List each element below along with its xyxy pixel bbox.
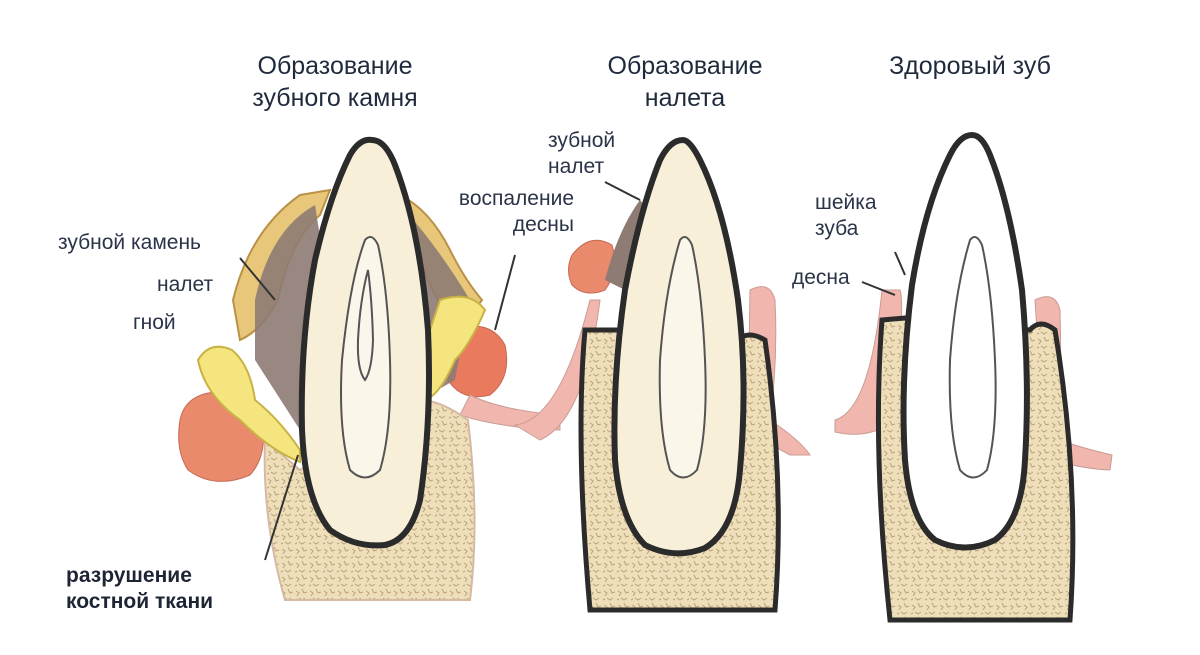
pulp (948, 235, 997, 479)
panel-2-title: Образование налета (607, 52, 763, 112)
leader-inflammation (494, 254, 516, 331)
label-plaque: налет (157, 273, 214, 296)
leader-bone (264, 454, 299, 561)
label-bone-destruction: разрушение костной ткани (66, 564, 214, 613)
leader-neck (894, 251, 906, 276)
pulp-inner (356, 269, 375, 382)
pulp (340, 235, 392, 479)
label-dental-plaque: зубной налет (548, 129, 616, 178)
panel-1-title: Образование зубного камня (252, 52, 418, 112)
leader-calculus (239, 257, 276, 301)
panel-plaque-tooth (513, 136, 811, 613)
gum-inflamed (568, 239, 616, 294)
label-inflammation: воспаление десны (458, 187, 574, 236)
leader-gum (861, 281, 896, 296)
pulp (658, 235, 707, 479)
label-calculus: зубной камень (58, 231, 201, 254)
pus-left (196, 345, 301, 464)
panel-healthy-tooth (834, 131, 1113, 623)
label-pus: гной (133, 311, 176, 334)
panel-3-title: Здоровый зуб (889, 52, 1051, 80)
leader-plaque (604, 181, 641, 201)
panel-calculus-tooth (178, 136, 561, 601)
label-tooth-neck: шейка зуба (815, 191, 877, 240)
label-gum: десна (792, 266, 850, 289)
